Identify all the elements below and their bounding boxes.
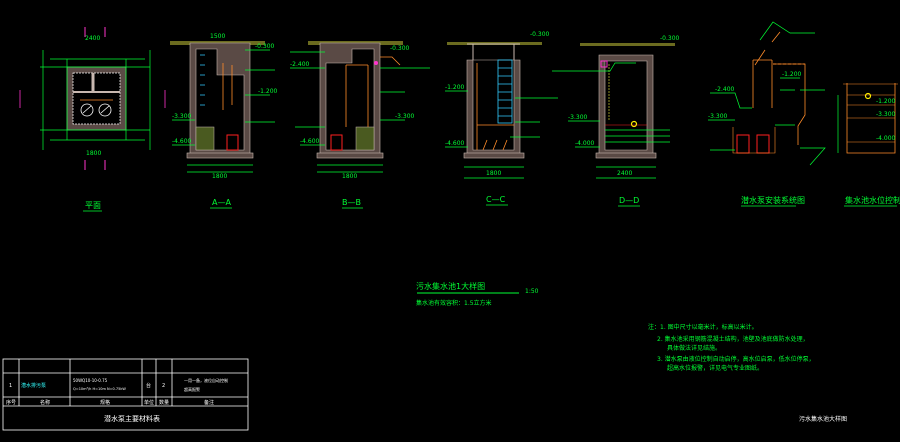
water-level-diagram: -1.200 -3.300 -4.000 集水池水位控制图 <box>837 83 900 207</box>
header-unit: 单位 <box>144 399 154 406</box>
section-b-b: -0.300 -2.400 -3.300 -4.600 1800 B—B <box>290 41 430 209</box>
float-switch-icon <box>864 92 872 100</box>
table-title: 潜水泵主要材料表 <box>104 414 160 423</box>
drawing-annotation: 1800 <box>486 170 501 177</box>
drawing-annotation: 1800 <box>212 173 227 180</box>
drawing-annotation: -0.300 <box>390 45 410 52</box>
row-remark-2: 超高报警 <box>184 386 200 392</box>
drawing-annotation: 2400 <box>617 170 632 177</box>
drawing-annotation: -3.300 <box>876 111 896 118</box>
pump-icon <box>330 134 343 151</box>
ladder-icon <box>497 59 513 124</box>
header-name: 名称 <box>40 399 50 406</box>
plan-view-label: 平面 <box>85 201 101 210</box>
row-unit: 台 <box>146 382 151 389</box>
pump-icon <box>226 134 239 151</box>
section-a-a: -0.300 -1.200 -3.300 -4.600 1500 1800 A—… <box>170 33 278 209</box>
drawing-annotation: -4.600 <box>300 138 320 145</box>
drawing-annotation: -4.600 <box>172 138 192 145</box>
drawing-annotation: -2.400 <box>290 61 310 68</box>
section-b-label: B—B <box>342 198 361 207</box>
drawing-annotation: -1.200 <box>445 84 465 91</box>
pump-1-icon <box>80 103 94 117</box>
drawing-annotation: 1800 <box>342 173 357 180</box>
pump-1-icon <box>736 134 750 154</box>
header-no: 序号 <box>6 399 16 406</box>
plan-dim-bottom: 1800 <box>86 150 101 157</box>
drawing-annotation: -1.200 <box>876 98 896 105</box>
drawing-annotation: -3.300 <box>172 113 192 120</box>
drawing-annotation: -3.300 <box>708 113 728 120</box>
corner-label: 污水集水池大样图 <box>799 415 847 423</box>
drawing-annotation: -4.600 <box>445 140 465 147</box>
drawing-annotation: -0.300 <box>255 43 275 50</box>
pump-2-icon <box>756 134 770 154</box>
section-d-label: D—D <box>619 196 639 205</box>
drawing-subtitle: 集水池有效容积：1.5立方米 <box>416 299 492 307</box>
note-2: 2. 集水池采用钢筋混凝土结构，池壁及池底做防水处理， <box>657 335 809 343</box>
section-c-c: -1.200 -4.600 -0.300 1800 C—C <box>445 31 558 206</box>
row-qty: 2 <box>162 383 165 389</box>
note-2-cont: 具体做法详见结施。 <box>667 344 721 352</box>
plan-view: 2400 1800 平面 <box>19 27 166 212</box>
drawing-annotation: -0.300 <box>660 35 680 42</box>
materials-table: 1 潜水排污泵 50WQ10-10-0.75 Q=10m³/h H=10m N=… <box>2 358 249 431</box>
drawing-annotation: -0.300 <box>530 31 550 38</box>
note-3-cont: 超高水位报警，详见电气专业图纸。 <box>667 364 763 372</box>
pump-system-diagram: -2.400 -3.300 -1.200 潜水泵安装系统图 <box>708 21 826 207</box>
drawing-title: 污水集水池1大样图 <box>416 281 485 291</box>
drawing-annotation: -1.200 <box>258 88 278 95</box>
section-d-d: -3.300 -4.000 -0.300 2400 D—D <box>552 35 680 207</box>
level-view-label: 集水池水位控制图 <box>845 195 900 205</box>
drawing-annotation: -4.000 <box>876 135 896 142</box>
header-qty: 数量 <box>159 399 169 406</box>
row-no: 1 <box>9 383 12 389</box>
note-1: 注：1. 图中尺寸以毫米计，标高以米计。 <box>648 323 758 331</box>
system-view-label: 潜水泵安装系统图 <box>741 195 805 205</box>
note-3: 3. 潜水泵由液位控制自动启停，高水位启泵，低水位停泵， <box>657 355 815 363</box>
section-c-label: C—C <box>486 195 506 204</box>
header-spec: 规格 <box>100 399 110 406</box>
drawing-annotation: -4.000 <box>575 140 595 147</box>
float-switch-icon <box>630 120 638 128</box>
plan-pit <box>72 72 121 125</box>
header-remark: 备注 <box>204 399 214 406</box>
drawing-annotation: -2.400 <box>715 86 735 93</box>
drawing-scale: 1:50 <box>525 288 539 295</box>
drawing-annotation: -3.300 <box>395 113 415 120</box>
row-spec-1: 50WQ10-10-0.75 <box>73 378 108 383</box>
row-name: 潜水排污泵 <box>21 382 46 389</box>
drawing-annotation: -1.200 <box>782 71 802 78</box>
drawing-annotation: -3.300 <box>568 114 588 121</box>
row-remark-1: 一用一备，液位自动控制 <box>184 377 228 383</box>
notes: 注：1. 图中尺寸以毫米计，标高以米计。 2. 集水池采用钢筋混凝土结构，池壁及… <box>648 323 815 372</box>
row-spec-2: Q=10m³/h H=10m N=0.75kW <box>73 387 126 391</box>
section-a-label: A—A <box>212 198 231 207</box>
drawing-annotation: 1500 <box>210 33 225 40</box>
pump-2-icon <box>98 103 112 117</box>
plan-dim-top: 2400 <box>85 35 100 42</box>
